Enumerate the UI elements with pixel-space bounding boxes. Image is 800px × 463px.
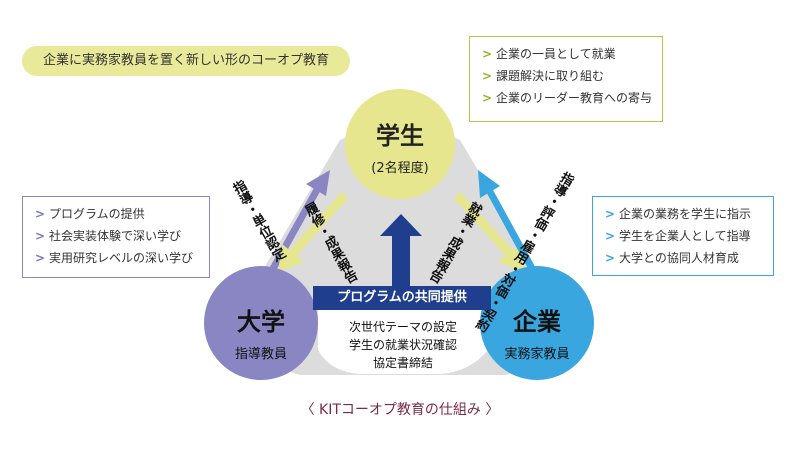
university-subtitle: 指導教員: [234, 347, 287, 362]
list-item: >実用研究レベルの深い学び: [35, 247, 197, 269]
student-title: 学生: [376, 122, 424, 150]
chevron-right-icon: >: [605, 251, 616, 265]
university-role-box: >プログラムの提供 >社会実装体験で深い学び >実用研究レベルの深い学び: [22, 196, 210, 278]
company-role-box: >企業の業務を学生に指示 >学生を企業人として指導 >大学との協同人材育成: [592, 196, 774, 276]
chevron-right-icon: >: [482, 47, 493, 61]
arrowhead-student-to-univ: [278, 244, 304, 272]
arrowhead-company-to-student: [478, 170, 500, 198]
list-item: >社会実装体験で深い学び: [35, 225, 197, 247]
company-title: 企業: [513, 308, 561, 336]
diagram-caption: 〈 KITコーオプ教育の仕組み 〉: [300, 402, 500, 418]
chevron-right-icon: >: [605, 229, 616, 243]
up-arrow-shaft: [392, 232, 410, 286]
chevron-right-icon: >: [35, 207, 46, 221]
center-line: 次世代テーマの設定: [348, 320, 457, 334]
list-item: >大学との協同人材育成: [605, 247, 761, 269]
joint-program-banner: プログラムの共同提供: [313, 286, 491, 310]
list-item: >プログラムの提供: [35, 203, 197, 225]
list-item: >企業の業務を学生に指示: [605, 203, 761, 225]
chevron-right-icon: >: [605, 207, 616, 221]
header-pill: 企業に実務家教員を置く新しい形のコーオプ教育: [22, 46, 350, 76]
arrow-student-to-company: [453, 191, 514, 258]
arrow-student-to-univ: [288, 191, 349, 258]
center-panel: [318, 300, 488, 374]
list-item: >企業のリーダー教育への寄与: [482, 87, 652, 109]
chevron-right-icon: >: [35, 251, 46, 265]
student-subtitle: (2名程度): [371, 161, 429, 176]
list-item: >課題解決に取り組む: [482, 65, 650, 87]
chevron-right-icon: >: [35, 229, 46, 243]
list-item: >企業の一員として就業: [482, 43, 650, 65]
arrowhead-student-to-company: [498, 244, 524, 272]
student-circle: [345, 89, 455, 199]
arrow-univ-to-student: [261, 186, 322, 285]
center-line: 協定書締結: [372, 356, 433, 370]
list-item: >学生を企業人として指導: [605, 225, 761, 247]
center-list: 次世代テーマの設定 学生の就業状況確認 協定書締結: [318, 318, 488, 372]
university-circle: [204, 266, 318, 380]
up-arrow-head: [380, 214, 422, 236]
arrowhead-univ-to-student: [306, 170, 330, 196]
university-title: 大学: [237, 308, 285, 336]
chevron-right-icon: >: [482, 91, 493, 105]
chevron-right-icon: >: [482, 69, 493, 83]
student-role-box: >企業の一員として就業 >課題解決に取り組む >企業のリーダー教育への寄与: [469, 36, 663, 122]
company-circle: [480, 266, 594, 380]
center-line: 学生の就業状況確認: [348, 338, 457, 352]
company-subtitle: 実務家教員: [504, 347, 570, 362]
